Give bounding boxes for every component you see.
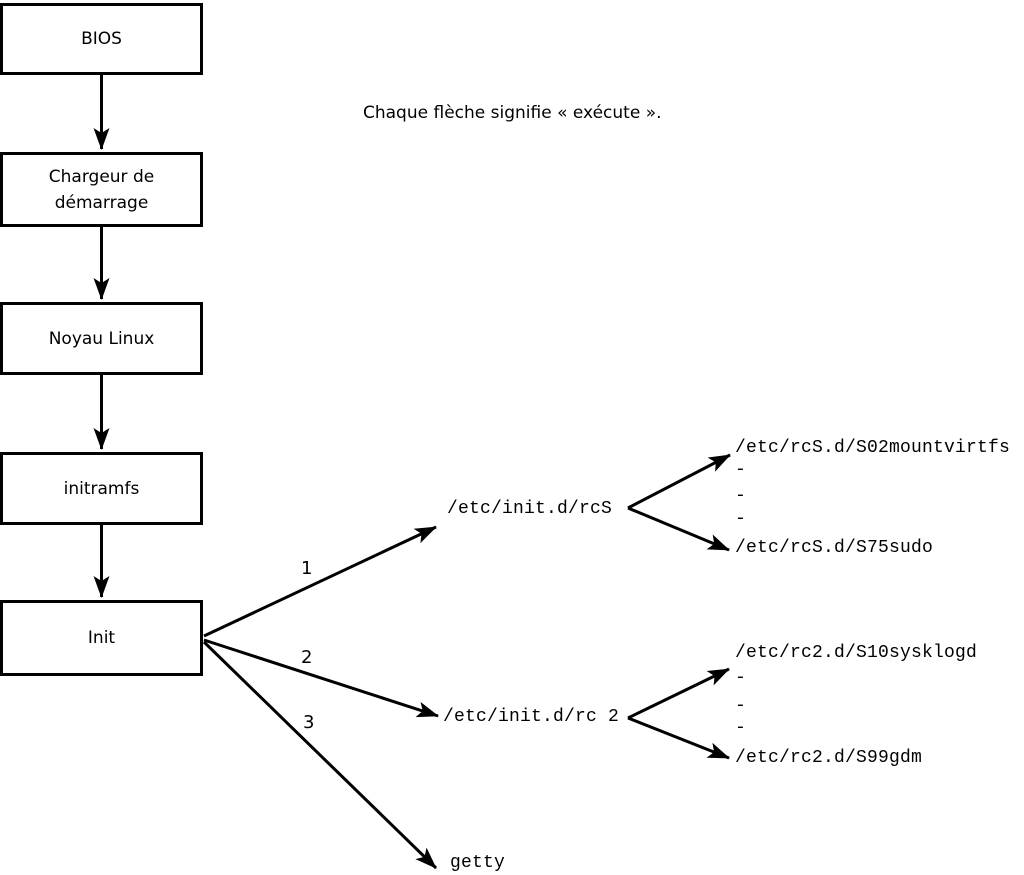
ellipsis-dash: - (735, 460, 747, 480)
script-path-rc2: /etc/init.d/rc 2 (443, 707, 620, 727)
arrow-rc2-to-s10sysklogd (627, 667, 730, 720)
box-bootloader-label: Chargeur de démarrage (48, 166, 155, 213)
box-init-label: Init (87, 628, 116, 648)
ellipsis-dash: - (735, 718, 747, 738)
box-kernel: Noyau Linux (0, 302, 203, 375)
box-init: Init (0, 600, 203, 676)
branch-2-number: 2 (301, 647, 313, 668)
startup-script-s02mountvirtfs: /etc/rcS.d/S02mountvirtfs (735, 438, 1011, 458)
branch-1-number: 1 (301, 558, 313, 579)
ellipsis-dash: - (735, 696, 747, 716)
arrow-init-to-rc2 (203, 638, 439, 718)
arrow-rc2-to-s99gdm (627, 716, 730, 760)
box-initramfs-label: initramfs (63, 478, 140, 499)
script-path-rcS: /etc/init.d/rcS (447, 499, 613, 519)
ellipsis-dash: - (735, 509, 747, 529)
arrow-init-to-rcS (203, 525, 437, 638)
box-kernel-label: Noyau Linux (48, 328, 155, 349)
box-bootloader: Chargeur de démarrage (0, 152, 203, 227)
arrow-rcS-to-s02mountvirtfs (627, 453, 731, 510)
startup-script-s75sudo: /etc/rcS.d/S75sudo (735, 538, 934, 558)
caption-arrow-meaning: Chaque flèche signifie « exécute ». (363, 103, 662, 123)
startup-script-s10sysklogd: /etc/rc2.d/S10sysklogd (735, 643, 978, 663)
arrow-init-to-getty (202, 640, 438, 870)
ellipsis-dash: - (735, 668, 747, 688)
box-bios: BIOS (0, 3, 203, 75)
script-path-getty: getty (450, 853, 506, 873)
box-bios-label: BIOS (81, 29, 122, 49)
branch-3-number: 3 (303, 712, 315, 733)
arrow-rcS-to-s75sudo (627, 506, 730, 552)
box-initramfs: initramfs (0, 452, 203, 525)
startup-script-s99gdm: /etc/rc2.d/S99gdm (735, 748, 923, 768)
ellipsis-dash: - (735, 486, 747, 506)
